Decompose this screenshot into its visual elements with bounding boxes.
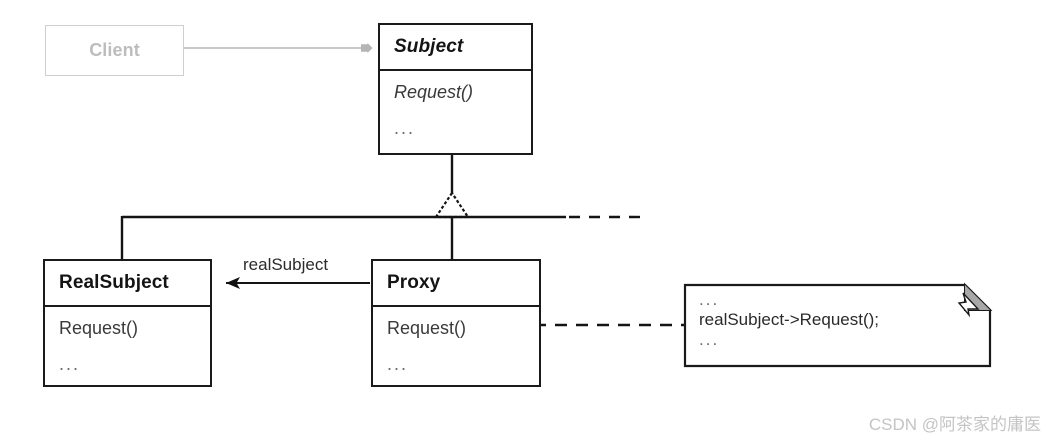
note-line: ... — [699, 330, 720, 349]
class-box-client[interactable]: Client — [45, 25, 184, 76]
operation-item: ... — [387, 354, 409, 374]
class-box-proxy[interactable]: Proxy Request() ... — [371, 259, 541, 387]
class-operations-realsubject: Request() ... — [45, 307, 210, 373]
operation-item: Request() — [387, 318, 467, 338]
class-operations-proxy: Request() ... — [373, 307, 539, 373]
association-role-label: realSubject — [243, 255, 329, 274]
class-name-cell-realsubject: RealSubject — [45, 261, 210, 307]
operation-item: ... — [59, 354, 81, 374]
edge-generalization-tree — [120, 155, 641, 259]
class-name-cell-subject: Subject — [380, 25, 531, 71]
operation-item: ... — [394, 118, 416, 138]
class-box-subject[interactable]: Subject Request() ... — [378, 23, 533, 155]
note-text: ... realSubject->Request(); ... — [699, 291, 969, 349]
class-box-realsubject[interactable]: RealSubject Request() ... — [43, 259, 212, 387]
operation-item: Request() — [394, 82, 474, 102]
watermark: CSDN @阿茶家的庸医 — [868, 415, 1041, 434]
note-line: ... — [699, 290, 720, 309]
class-name-realsubject: RealSubject — [59, 272, 169, 293]
class-name-subject: Subject — [394, 36, 464, 57]
note-shape — [683, 282, 993, 368]
class-name-client: Client — [89, 40, 140, 60]
class-name-cell-proxy: Proxy — [373, 261, 539, 307]
note-box[interactable]: ... realSubject->Request(); ... — [685, 285, 990, 366]
operation-item: Request() — [59, 318, 139, 338]
class-name-proxy: Proxy — [387, 272, 441, 293]
class-operations-subject: Request() ... — [380, 71, 531, 137]
note-line: realSubject->Request(); — [699, 310, 880, 329]
